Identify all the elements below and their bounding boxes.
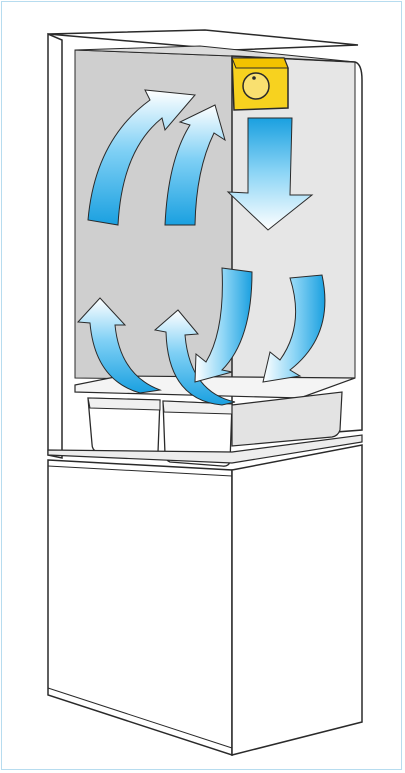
freezer-bottom-edge [47, 687, 233, 749]
cabinet-top [47, 29, 359, 51]
compartment-divider [47, 434, 363, 464]
freezer-door-handle-edge [47, 465, 233, 477]
airflow-arrow-upflow-drawer-center [153, 309, 236, 406]
airflow-arrow-upflow-center [164, 104, 226, 226]
freezer-door [47, 459, 233, 757]
freezer-side [231, 444, 363, 756]
crisper-drawer-left [87, 397, 161, 457]
airflow-arrow-downflow-door-right [262, 274, 326, 383]
fan-dial-icon [242, 72, 270, 100]
door-outline [231, 55, 363, 441]
airflow-arrow-upflow-drawer-left [76, 297, 162, 394]
airflow-arrow-downflow-fan [226, 117, 314, 231]
airflow-arrow-upflow-left [87, 89, 197, 226]
fan-unit [231, 57, 289, 111]
crisper-drawer-right [231, 391, 343, 447]
airflow-arrow-downflow-door [194, 267, 253, 383]
cabinet-left-side [47, 32, 63, 459]
